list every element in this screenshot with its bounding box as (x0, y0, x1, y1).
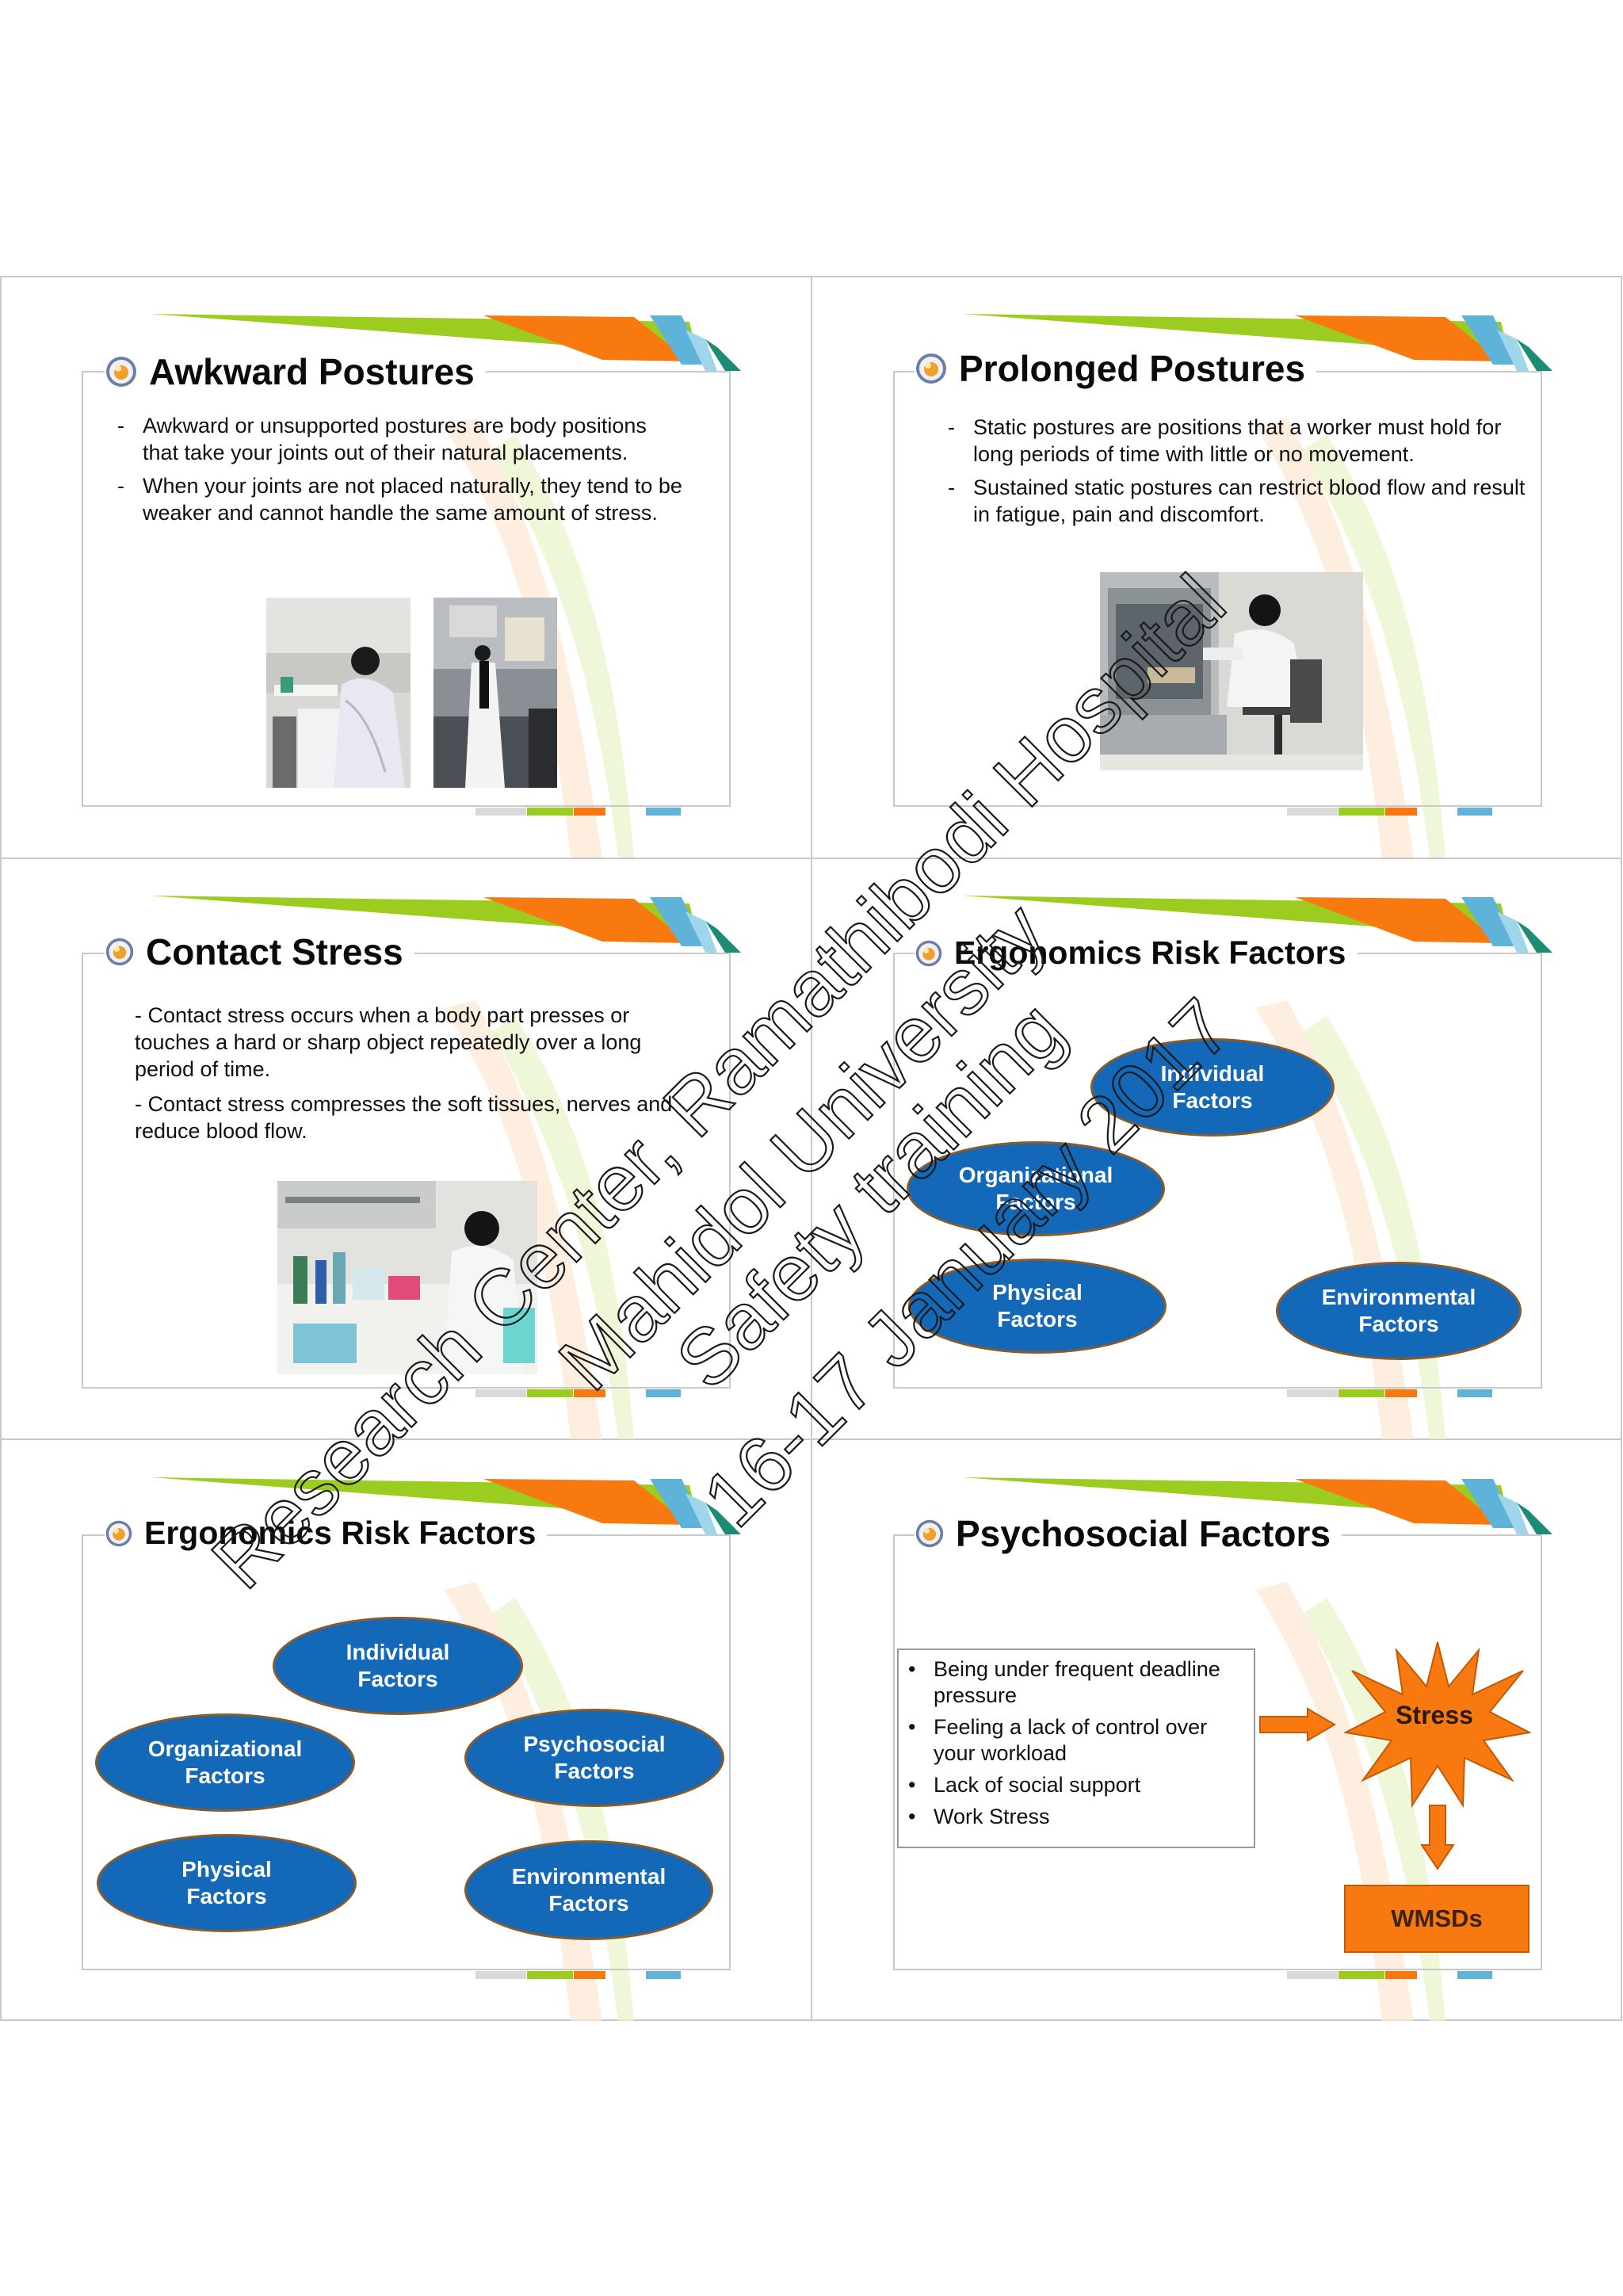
bullet-item: •Being under frequent deadline pressure (908, 1657, 1220, 1707)
arrow-right-icon (1259, 1707, 1336, 1742)
orb-icon (915, 940, 942, 966)
slide-title: Ergonomics Risk Factors (144, 1515, 537, 1551)
bullet-list: -Awkward or unsupported postures are bod… (117, 412, 688, 533)
lab-worker-photo-seated (266, 598, 411, 788)
paragraph: - Contact stress occurs when a body part… (135, 1003, 642, 1081)
slide-prolonged-postures: Prolonged Postures -Static postures are … (812, 276, 1623, 858)
slide-contact-stress: Contact Stress - Contact stress occurs w… (0, 858, 812, 1439)
lab-worker-photo-standing (433, 598, 557, 788)
orb-icon (105, 1520, 132, 1546)
arrow-down-icon (1420, 1805, 1455, 1870)
lab-worker-photo-hood (1100, 572, 1363, 770)
starburst-icon (1344, 1641, 1531, 1809)
bullet-item: -Sustained static postures can restrict … (948, 476, 1526, 526)
bullet-item: -When your joints are not placed natural… (117, 474, 682, 525)
orb-icon (106, 357, 136, 387)
orb-icon (916, 353, 946, 384)
slide-title-row: Prolonged Postures (915, 348, 1317, 389)
lab-bench-photo (277, 1181, 537, 1374)
slide-title: Prolonged Postures (959, 348, 1306, 389)
slide-title: Psychosocial Factors (956, 1513, 1331, 1554)
slide-title: Awkward Postures (149, 351, 475, 392)
bullet-item: -Awkward or unsupported postures are bod… (117, 414, 647, 464)
psychosocial-bullet-box: •Being under frequent deadline pressure … (897, 1648, 1255, 1848)
bullet-item: •Feeling a lack of control over your wor… (908, 1715, 1208, 1765)
bullet-list: •Being under frequent deadline pressure … (899, 1650, 1254, 1830)
wmsds-box: WMSDs (1344, 1885, 1529, 1953)
stress-label: Stress (1396, 1701, 1473, 1729)
slide-title-row: Contact Stress (105, 934, 414, 970)
bullet-item: •Lack of social support (908, 1773, 1141, 1797)
bullet-item: •Work Stress (908, 1805, 1050, 1828)
orb-icon (915, 1519, 944, 1548)
slide-title-row: Awkward Postures (105, 353, 486, 390)
slide-decoration (151, 314, 741, 858)
bullet-item: -Static postures are positions that a wo… (948, 415, 1502, 466)
paragraph-block: - Contact stress occurs when a body part… (135, 1002, 705, 1152)
slide-awkward-postures: Awkward Postures -Awkward or unsupported… (0, 276, 812, 858)
bullet-list: -Static postures are positions that a wo… (948, 414, 1526, 534)
grid-column-divider (811, 276, 812, 2021)
slide-title: Ergonomics Risk Factors (954, 934, 1346, 971)
orb-icon (105, 938, 134, 966)
slide-decoration (151, 896, 741, 1439)
slide-decoration (962, 314, 1552, 858)
slide-title-row: Ergonomics Risk Factors (105, 1515, 548, 1551)
slide-title: Contact Stress (146, 931, 403, 972)
paragraph: - Contact stress compresses the soft tis… (135, 1092, 673, 1143)
slide-title-row: Psychosocial Factors (915, 1515, 1342, 1552)
slide-title-row: Ergonomics Risk Factors (915, 934, 1358, 971)
